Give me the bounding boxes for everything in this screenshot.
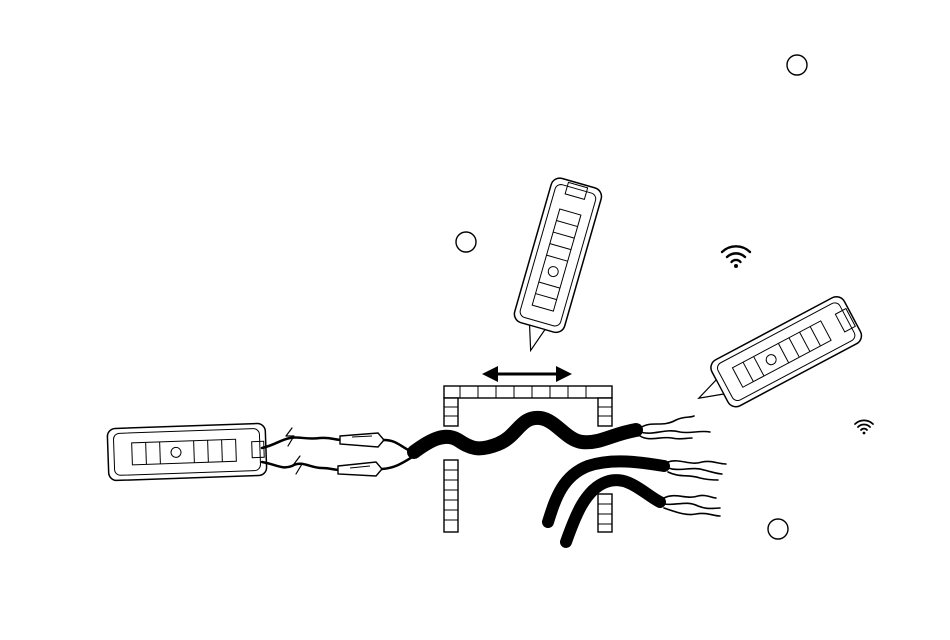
cable-lower-b xyxy=(566,480,720,542)
tone-generator xyxy=(107,423,267,480)
double-arrow-icon xyxy=(482,366,572,382)
wifi-signal-icon xyxy=(722,246,750,268)
receiver-probe-right xyxy=(687,294,865,422)
cable-tray xyxy=(444,386,612,532)
wifi-signal-icon-small xyxy=(855,420,873,434)
receiver-probe-top xyxy=(506,176,604,358)
alligator-clip-lower xyxy=(338,456,414,476)
circle-indicator-icon xyxy=(787,55,807,75)
circle-indicator-icon xyxy=(768,519,788,539)
transmitter-leads xyxy=(262,428,342,474)
alligator-clip-upper xyxy=(340,433,412,452)
circle-indicator-icon xyxy=(456,232,476,252)
